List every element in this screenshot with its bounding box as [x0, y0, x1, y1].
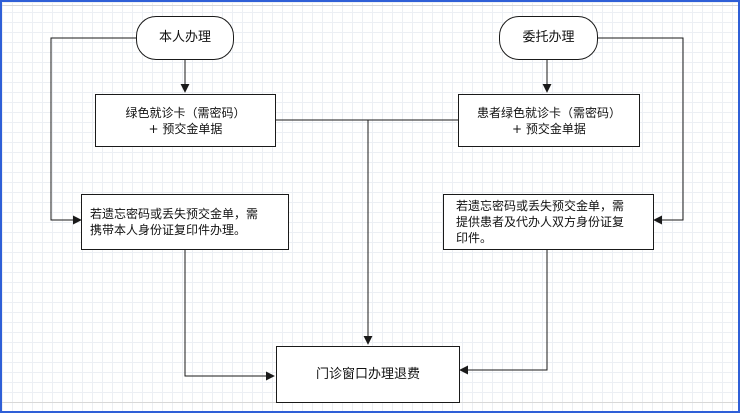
- arrow-self-lost-to-refund: [184, 250, 275, 381]
- arrow-delegate-to-lost: [598, 37, 684, 225]
- top-rule: [2, 5, 738, 6]
- delegate-lost-password-node: 若遗忘密码或丢失预交金单，需 提供患者及代办人双方身份证复 印件。: [443, 194, 654, 250]
- arrow-self-card-to-refund: [276, 119, 373, 345]
- delegate-card-node: 患者绿色就诊卡（需密码） + 预交金单据: [458, 94, 640, 147]
- self-lost-password-node: 若遗忘密码或丢失预交金单，需 携带本人身份证复印件办理。: [81, 194, 289, 250]
- refund-window-node: 门诊窗口办理退费: [276, 346, 460, 403]
- delegate-handle-node: 委托办理: [499, 16, 598, 60]
- self-card-node: 绿色就诊卡（需密码） + 预交金单据: [95, 94, 276, 147]
- arrow-delegate-lost-to-refund: [459, 250, 548, 375]
- self-handle-node: 本人办理: [136, 16, 234, 60]
- arrow-self-to-lost: [50, 37, 136, 225]
